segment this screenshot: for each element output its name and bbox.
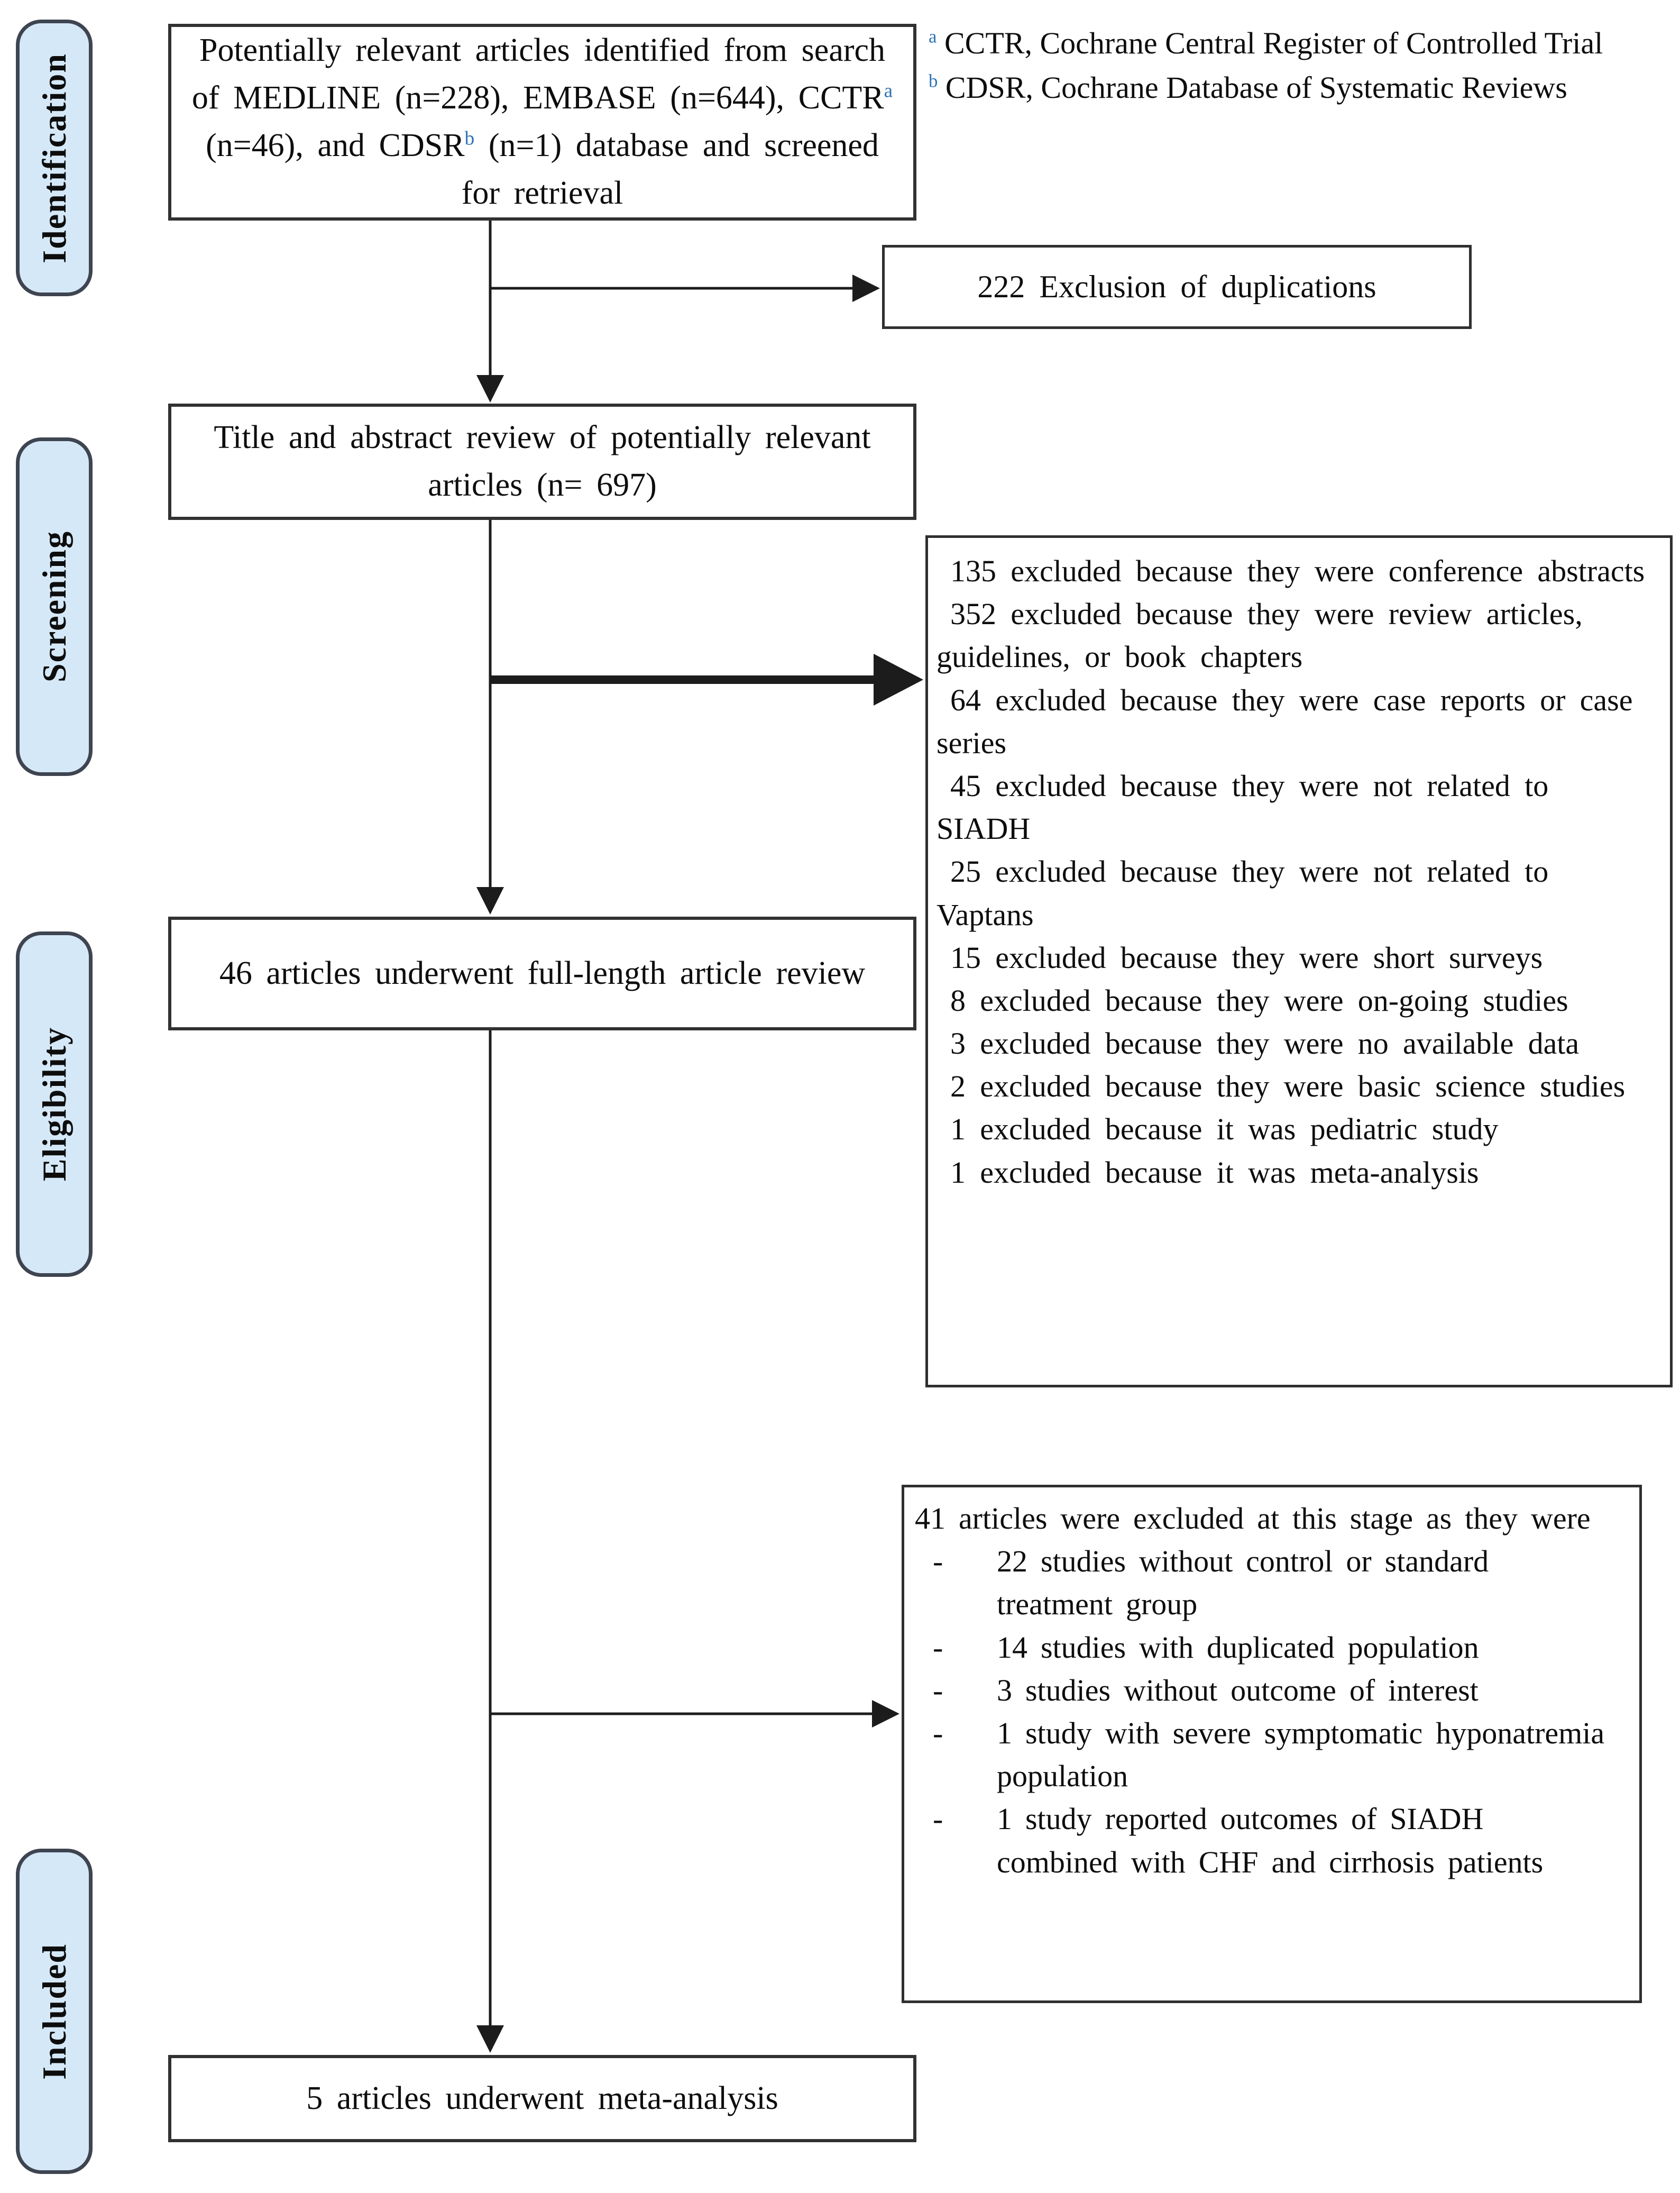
stage-label-included: Included (16, 1849, 93, 2174)
arrowhead-down-3 (476, 2025, 504, 2053)
footnote-superscript-a: a (929, 26, 937, 47)
identified-superscript-b: b (464, 127, 475, 150)
footnote-cctr: a CCTR, Cochrane Central Register of Con… (929, 21, 1661, 66)
box-eligibility-exclusions: 41 articles were excluded at this stage … (902, 1485, 1642, 2003)
box-meta-analysis-text: 5 articles underwent meta-analysis (306, 2080, 778, 2116)
identified-text-part3: (n=1) database and screened for retrieva… (461, 127, 879, 211)
bullet-dash: - (933, 1544, 943, 1579)
stage-label-text: Screening (35, 531, 73, 683)
stage-label-text: Included (35, 1943, 73, 2080)
bullet-dash: - (933, 1802, 943, 1836)
eligibility-exclusion-item-text: 14 studies with duplicated population (997, 1630, 1479, 1665)
footnote-cdsr: b CDSR, Cochrane Database of Systematic … (929, 66, 1661, 110)
stage-label-eligibility: Eligibility (16, 931, 93, 1277)
arrowhead-down-1 (476, 375, 504, 403)
footnote-superscript-b: b (929, 70, 938, 92)
bullet-dash: - (933, 1630, 943, 1665)
stage-label-screening: Screening (16, 437, 93, 776)
eligibility-exclusion-item: - 22 studies without control or standard… (915, 1540, 1627, 1625)
arrowhead-right-duplications (852, 275, 880, 302)
box-exclusion-duplications: 222 Exclusion of duplications (882, 245, 1472, 329)
screening-exclusion-item: 45 excluded because they were not relate… (937, 768, 1549, 846)
footnote-cctr-text: CCTR, Cochrane Central Register of Contr… (937, 26, 1603, 60)
identified-text-part1: Potentially relevant articles identified… (191, 32, 886, 116)
stage-label-text: Eligibility (35, 1027, 73, 1182)
stage-label-text: Identification (35, 52, 73, 263)
screening-exclusion-item: 8 excluded because they were on-going st… (950, 983, 1568, 1018)
box-fulllength-review-text: 46 articles underwent full-length articl… (219, 955, 866, 991)
box-records-identified-text: Potentially relevant articles identified… (189, 27, 895, 217)
box-exclusion-duplications-text: 222 Exclusion of duplications (977, 269, 1376, 304)
eligibility-exclusion-item-text: 1 study with severe symptomatic hyponatr… (997, 1715, 1605, 1794)
box-fulllength-review: 46 articles underwent full-length articl… (168, 917, 916, 1030)
eligibility-exclusion-item-text: 1 study reported outcomes of SIADH combi… (997, 1802, 1544, 1879)
stage-label-identification: Identification (16, 20, 93, 296)
screening-exclusion-item: 2 excluded because they were basic scien… (950, 1069, 1626, 1104)
arrowhead-right-eligibility-exclusions (872, 1700, 899, 1728)
screening-exclusion-item: 135 excluded because they were conferenc… (950, 554, 1645, 588)
identified-text-part2: (n=46), and CDSR (206, 127, 465, 163)
identified-superscript-a: a (884, 80, 893, 102)
box-title-abstract-review: Title and abstract review of potentially… (168, 404, 916, 520)
screening-exclusion-item: 352 excluded because they were review ar… (937, 597, 1583, 674)
eligibility-exclusion-item-text: 3 studies without outcome of interest (997, 1673, 1479, 1707)
eligibility-exclusion-item: - 3 studies without outcome of interest (915, 1669, 1627, 1712)
screening-exclusion-item: 3 excluded because they were no availabl… (950, 1026, 1580, 1061)
bullet-dash: - (933, 1715, 943, 1750)
screening-exclusion-item: 15 excluded because they were short surv… (950, 940, 1543, 975)
eligibility-exclusions-intro: 41 articles were excluded at this stage … (915, 1501, 1591, 1536)
screening-exclusion-item: 25 excluded because they were not relate… (937, 854, 1549, 932)
box-title-abstract-review-text: Title and abstract review of potentially… (214, 419, 871, 503)
box-records-identified: Potentially relevant articles identified… (168, 24, 916, 221)
footnote-cdsr-text: CDSR, Cochrane Database of Systematic Re… (938, 70, 1567, 105)
footnotes: a CCTR, Cochrane Central Register of Con… (929, 21, 1661, 110)
screening-exclusion-item: 64 excluded because they were case repor… (937, 682, 1633, 760)
eligibility-exclusion-item-text: 22 studies without control or standard t… (997, 1544, 1489, 1622)
box-screening-exclusions: 135 excluded because they were conferenc… (925, 535, 1673, 1387)
screening-exclusion-item: 1 excluded because it was pediatric stud… (950, 1112, 1499, 1147)
arrowhead-right-screening-exclusions (874, 654, 923, 706)
arrowhead-down-2 (476, 887, 504, 915)
screening-exclusion-item: 1 excluded because it was meta-analysis (950, 1155, 1479, 1190)
bullet-dash: - (933, 1673, 943, 1707)
eligibility-exclusion-item: - 14 studies with duplicated population (915, 1626, 1627, 1669)
eligibility-exclusion-item: - 1 study reported outcomes of SIADH com… (915, 1797, 1627, 1883)
box-meta-analysis: 5 articles underwent meta-analysis (168, 2055, 916, 2142)
eligibility-exclusion-item: - 1 study with severe symptomatic hypona… (915, 1712, 1627, 1797)
